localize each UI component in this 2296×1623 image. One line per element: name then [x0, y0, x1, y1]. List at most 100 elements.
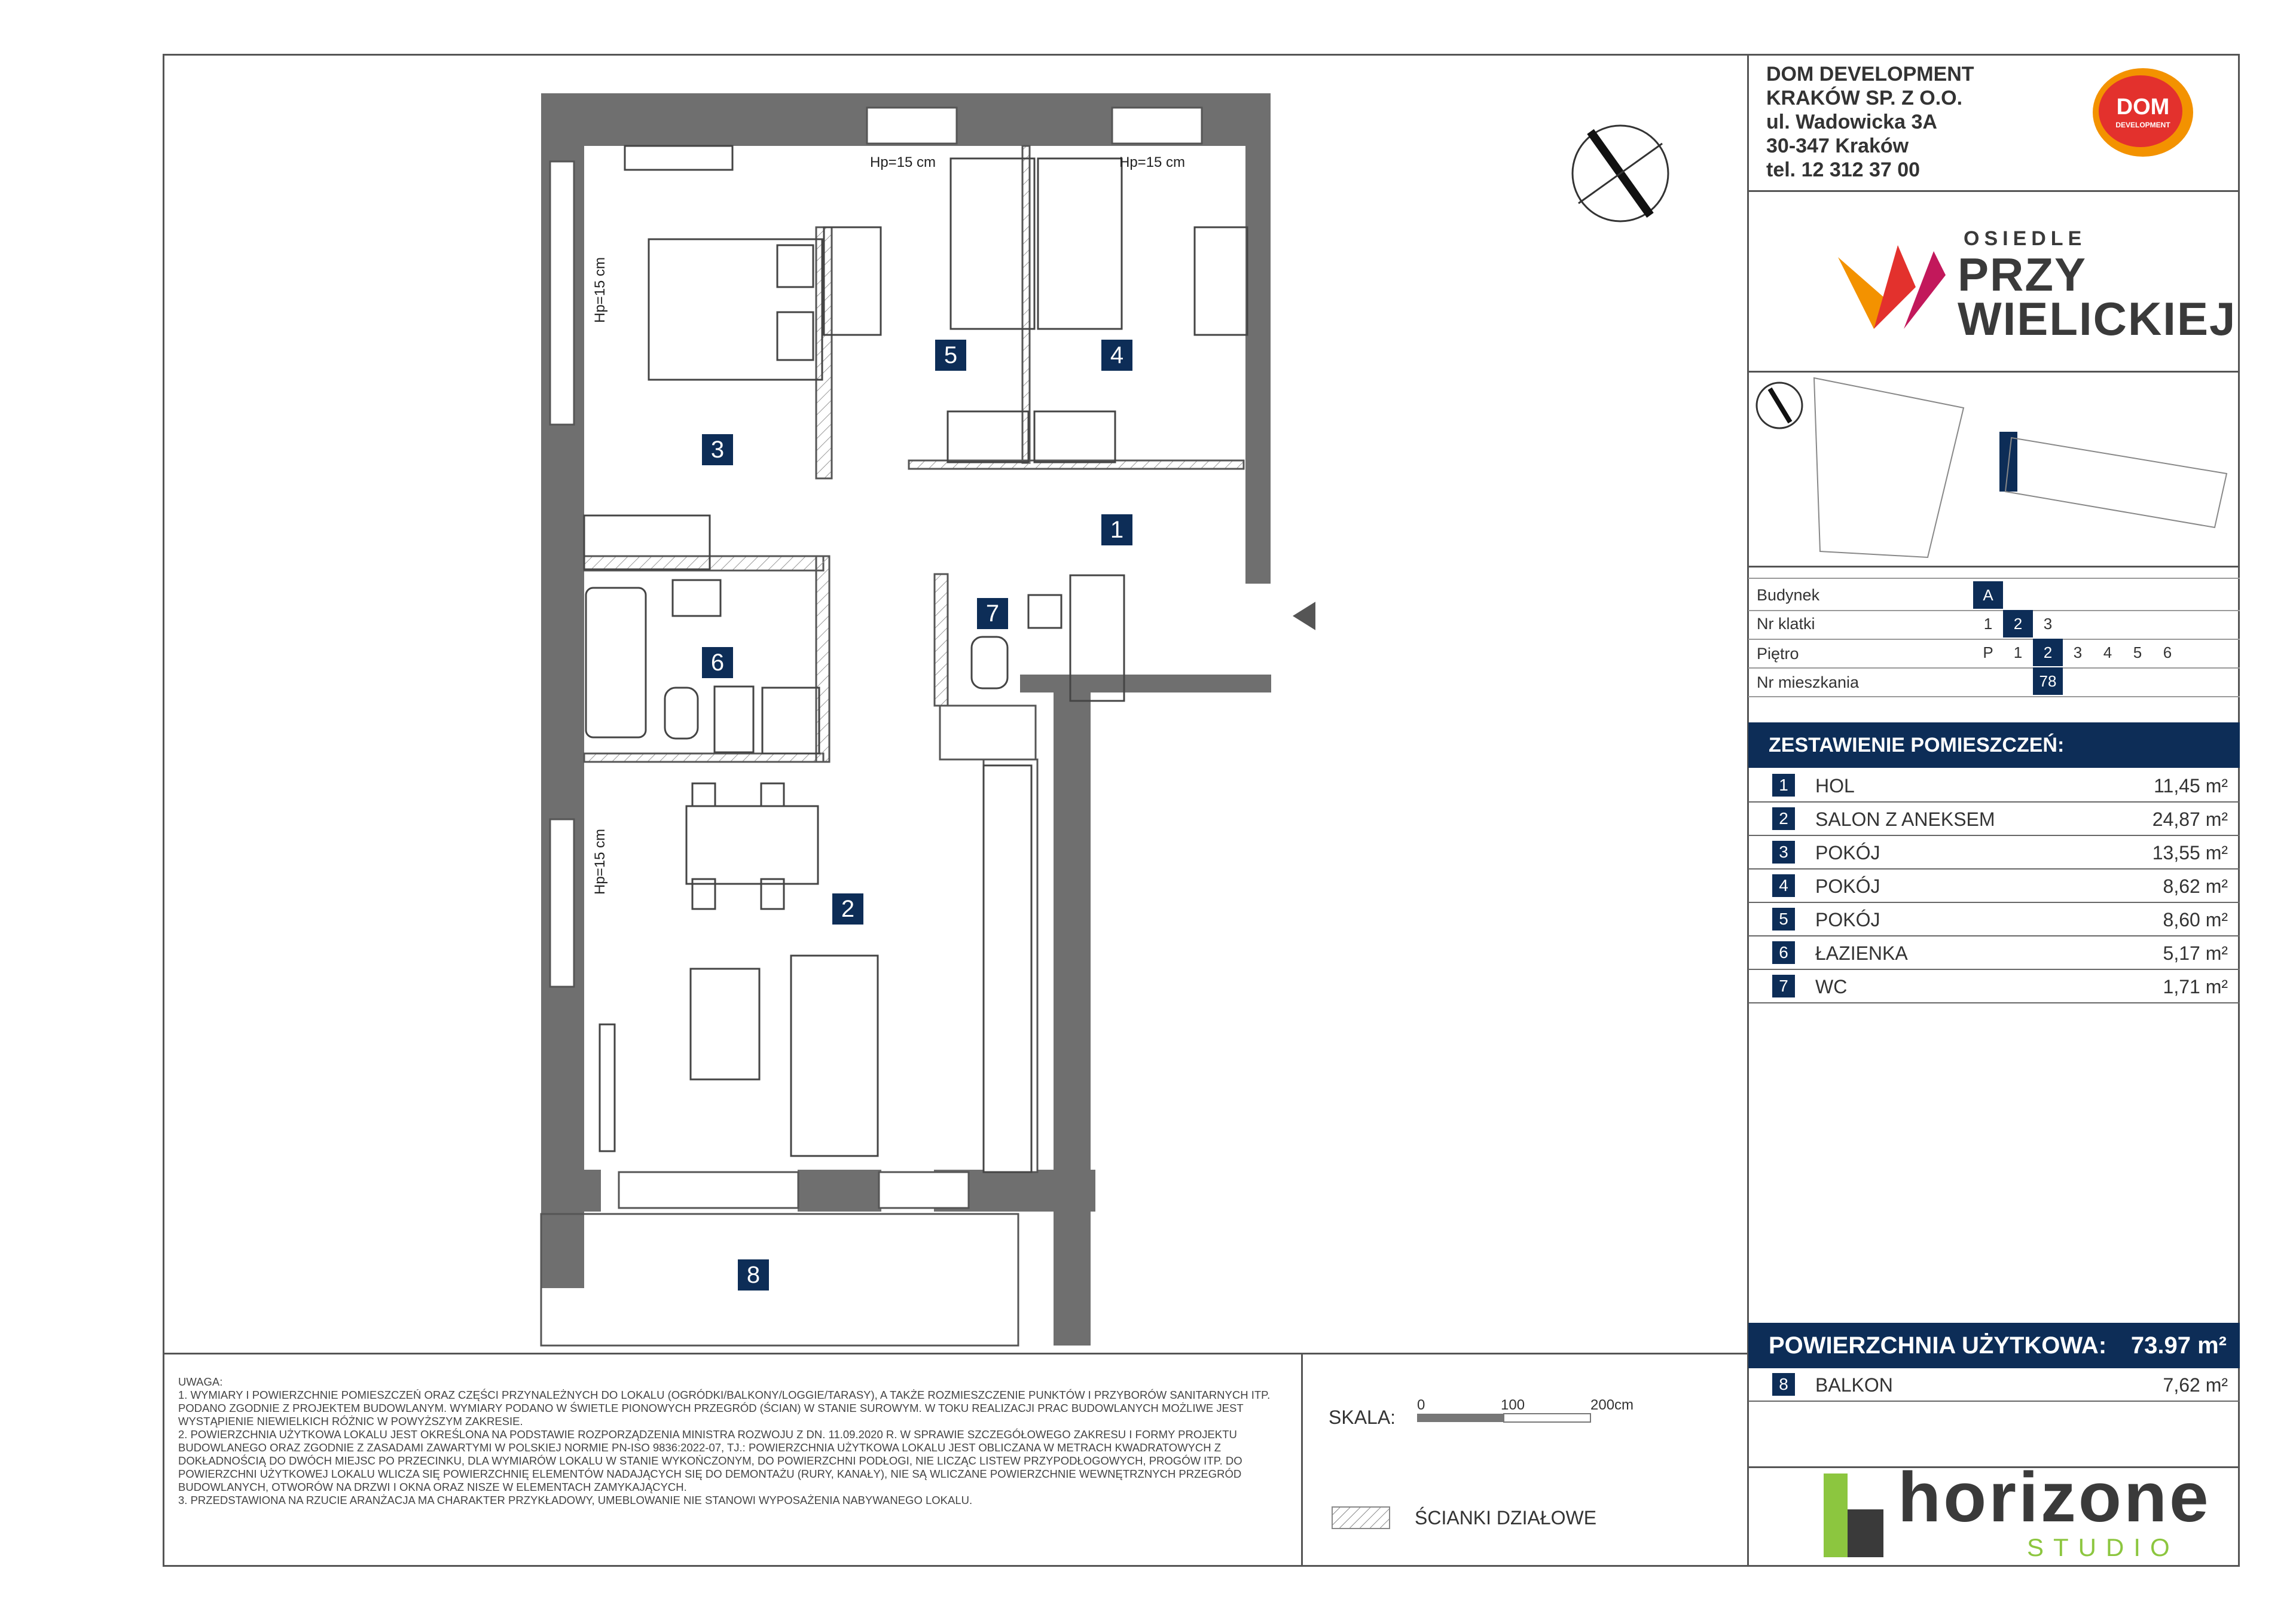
room-row-area: 11,45 m²: [2154, 775, 2228, 797]
room-row-name: POKÓJ: [1815, 909, 1880, 931]
room-row-number: 2: [1772, 807, 1795, 830]
company-name: DOM DEVELOPMENT: [1766, 63, 1974, 86]
stair-label: Nr klatki: [1757, 615, 1815, 633]
info-table-bottom: [1748, 696, 2240, 697]
dom-logo-text: DOM: [2116, 94, 2170, 120]
floor-cell: 3: [2073, 643, 2083, 661]
company-city: 30-347 Kraków: [1766, 135, 1909, 157]
notes-item: 2. POWIERZCHNIA UŻYTKOWA LOKALU JEST OKR…: [178, 1428, 1242, 1493]
balcony-row-area: 7,62 m²: [2163, 1374, 2228, 1396]
rooms-header: ZESTAWIENIE POMIESZCZEŃ:: [1748, 722, 2240, 768]
floor-cell: P: [1983, 643, 1993, 661]
balcony-row: 8 BALKON 7,62 m²: [1748, 1368, 2240, 1402]
estate-name-line2: PRZY: [1958, 248, 2087, 301]
notes-item: 1. WYMIARY I POWIERZCHNIE POMIESZCZEŃ OR…: [178, 1389, 1271, 1427]
room-row-name: POKÓJ: [1815, 842, 1880, 864]
room-row-number: 1: [1772, 774, 1795, 797]
right-panel-divider: [1747, 54, 1749, 1567]
room-row-number: 4: [1772, 874, 1795, 897]
windows: [549, 106, 1203, 1209]
room-label-4: 4: [1101, 340, 1132, 371]
room-row-name: HOL: [1815, 775, 1855, 797]
floor-cell-active: 2: [2033, 639, 2063, 666]
stair-cell-active: 2: [2003, 610, 2033, 637]
estate-name-line3: WIELICKIEJ: [1958, 292, 2237, 345]
apartment-label: Nr mieszkania: [1757, 673, 1860, 691]
room-row-area: 8,62 m²: [2163, 875, 2228, 897]
room-row-area: 1,71 m²: [2163, 976, 2228, 997]
room-label-7: 7: [977, 598, 1008, 629]
usable-area-value: 73.97 m²: [2130, 1332, 2227, 1359]
horizone-h-icon: [1824, 1473, 1883, 1557]
room-row: 3 POKÓJ 13,55 m²: [1748, 836, 2240, 870]
dom-development-logo: DOM DEVELOPMENT: [2087, 65, 2199, 160]
company-address: DOM DEVELOPMENT KRAKÓW SP. Z O.O. ul. Wa…: [1766, 62, 1974, 182]
room-row: 7 WC 1,71 m²: [1748, 970, 2240, 1003]
building-cell: A: [1973, 581, 2003, 609]
room-row-number: 3: [1772, 841, 1795, 864]
room-row: 1 HOL 11,45 m²: [1748, 769, 2240, 803]
room-label-1: 1: [1101, 514, 1132, 545]
room-row-name: WC: [1815, 976, 1848, 997]
floor-cell: 1: [2013, 643, 2023, 661]
floor-cell: 5: [2133, 643, 2142, 661]
room-row-number: 5: [1772, 908, 1795, 931]
window-sill-height-label: Hp=15 cm: [592, 828, 608, 895]
window-sill-height-label: Hp=15 cm: [592, 257, 608, 323]
room-row-name: ŁAZIENKA: [1815, 942, 1908, 964]
scale-label: SKALA:: [1329, 1407, 1396, 1428]
balcony-row-name: BALKON: [1815, 1374, 1893, 1396]
info-table-row-line: [1748, 667, 2240, 669]
floor-plan: [540, 93, 1315, 1347]
room-label-8: 8: [738, 1259, 769, 1291]
company-name-2: KRAKÓW SP. Z O.O.: [1766, 87, 1963, 109]
room-label-3: 3: [702, 434, 733, 465]
room-label-6: 6: [702, 647, 733, 678]
room-row-name: SALON Z ANEKSEM: [1815, 809, 1995, 830]
floor-cell: 4: [2103, 643, 2112, 661]
notes-item: 3. PRZEDSTAWIONA NA RZUCIE ARANŻACJA MA …: [178, 1494, 973, 1506]
balcony-outline: [540, 1213, 1019, 1347]
room-row-name: POKÓJ: [1815, 875, 1880, 897]
room-row-area: 24,87 m²: [2152, 809, 2228, 830]
info-table-row-line: [1748, 639, 2240, 640]
studio-divider: [1747, 1466, 2240, 1468]
window-sill-height-label: Hp=15 cm: [1119, 154, 1186, 170]
room-row: 2 SALON Z ANEKSEM 24,87 m²: [1748, 803, 2240, 836]
building-label: Budynek: [1757, 586, 1820, 604]
exterior-walls: [541, 93, 1271, 1346]
info-table-top: [1748, 578, 2240, 579]
stair-cell: 3: [2043, 615, 2053, 633]
scale-tick: 200cm: [1590, 1397, 1634, 1413]
room-row-number: 6: [1772, 941, 1795, 964]
room-row-area: 5,17 m²: [2163, 942, 2228, 964]
room-row-area: 13,55 m²: [2152, 842, 2228, 864]
sheet-frame: [163, 54, 2240, 1567]
estate-name-line1: OSIEDLE: [1964, 227, 2087, 250]
room-row: 4 POKÓJ 8,62 m²: [1748, 870, 2240, 903]
scale-tick: 100: [1501, 1397, 1525, 1413]
scale-divider: [1301, 1353, 1303, 1567]
window-sill-height-label: Hp=15 cm: [870, 154, 936, 170]
dom-logo-subtext: DEVELOPMENT: [2115, 121, 2170, 129]
horizone-sub: STUDIO: [2027, 1533, 2179, 1561]
room-label-5: 5: [935, 340, 966, 371]
partition-legend-swatch: [1332, 1506, 1390, 1529]
scale-tick: 0: [1417, 1397, 1425, 1413]
interior-walls: [583, 145, 1245, 1173]
info-table-row-line: [1748, 610, 2240, 611]
bottom-notes-divider: [163, 1353, 1748, 1354]
header-divider: [1747, 190, 2240, 192]
floor-cell: 6: [2163, 643, 2172, 661]
room-row: 6 ŁAZIENKA 5,17 m²: [1748, 936, 2240, 970]
usable-area-label: POWIERZCHNIA UŻYTKOWA:: [1769, 1332, 2107, 1359]
room-row-area: 8,60 m²: [2163, 909, 2228, 931]
furniture: [583, 145, 1248, 1173]
company-street: ul. Wadowicka 3A: [1766, 111, 1937, 133]
apartment-cell: 78: [2033, 667, 2063, 695]
site-key-plan: [1755, 377, 2228, 559]
scale-bar: [1417, 1413, 1591, 1423]
partition-legend-label: ŚCIANKI DZIAŁOWE: [1415, 1507, 1597, 1529]
estate-divider: [1747, 371, 2240, 373]
room-row: 5 POKÓJ 8,60 m²: [1748, 903, 2240, 936]
